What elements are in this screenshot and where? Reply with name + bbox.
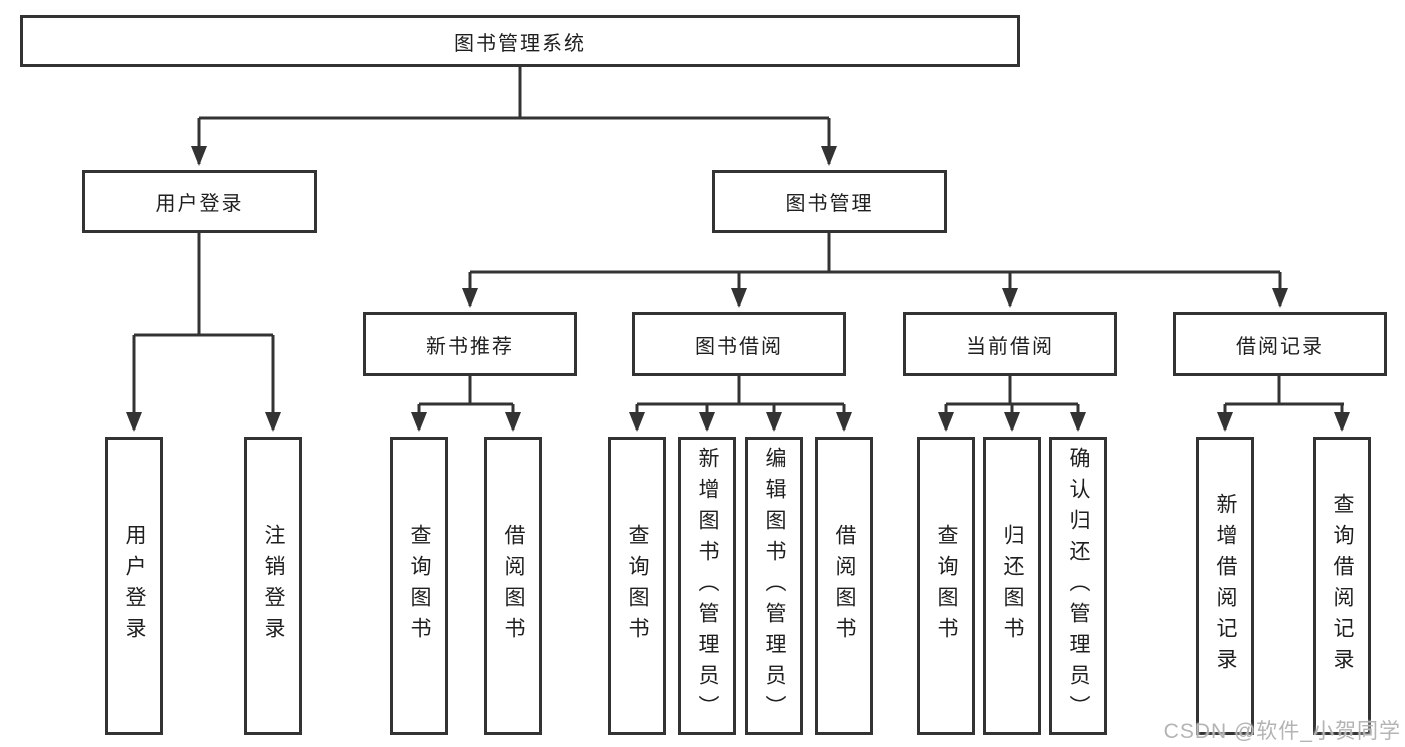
node-library-system: 图书管理系统 bbox=[20, 15, 1020, 67]
leaf-query-books-recommend: 查询图书 bbox=[390, 437, 448, 735]
node-new-book-recommend: 新书推荐 bbox=[363, 312, 577, 376]
csdn-watermark: CSDN @软件_小贺同学 bbox=[1163, 720, 1401, 743]
leaf-user-login: 用户登录 bbox=[105, 437, 163, 735]
leaf-borrow-books-recommend: 借阅图书 bbox=[484, 437, 542, 735]
leaf-borrow-books-borrowing: 借阅图书 bbox=[815, 437, 873, 735]
leaf-confirm-return-admin: 确认归还（管理员） bbox=[1049, 437, 1107, 735]
node-borrowing-records: 借阅记录 bbox=[1173, 312, 1387, 376]
leaf-query-borrow-record: 查询借阅记录 bbox=[1313, 437, 1371, 735]
leaf-add-book-admin: 新增图书（管理员） bbox=[678, 437, 736, 735]
connector-trunks bbox=[134, 67, 1344, 406]
node-user-login: 用户登录 bbox=[82, 170, 317, 233]
leaf-edit-book-admin: 编辑图书（管理员） bbox=[745, 437, 803, 735]
connector-arrows bbox=[126, 118, 1350, 432]
node-book-management: 图书管理 bbox=[712, 170, 947, 233]
node-book-borrowing: 图书借阅 bbox=[632, 312, 846, 376]
leaf-add-borrow-record: 新增借阅记录 bbox=[1196, 437, 1254, 735]
leaf-logout: 注销登录 bbox=[244, 437, 302, 735]
leaf-return-book: 归还图书 bbox=[983, 437, 1041, 735]
leaf-query-books-current: 查询图书 bbox=[917, 437, 975, 735]
leaf-query-books-borrowing: 查询图书 bbox=[608, 437, 666, 735]
node-current-borrowing: 当前借阅 bbox=[903, 312, 1117, 376]
